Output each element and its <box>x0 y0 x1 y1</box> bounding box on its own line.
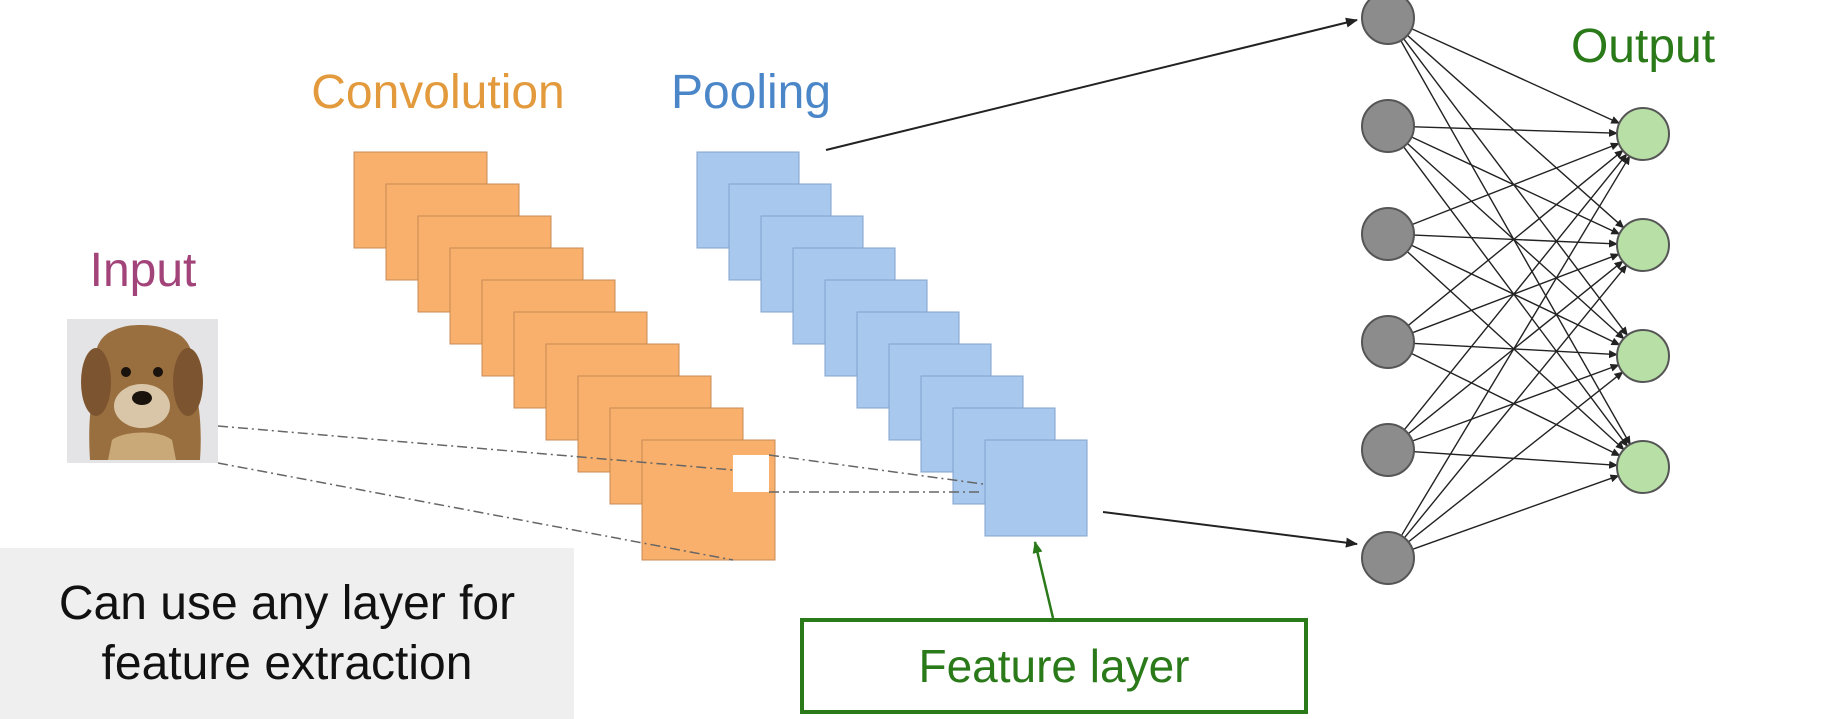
output-node-1 <box>1616 107 1670 161</box>
caption-box: Can use any layer for feature extraction <box>0 548 574 719</box>
connection-h3-o3 <box>1411 244 1621 346</box>
pooling-feature-maps <box>696 151 1088 537</box>
dog-left-eye <box>121 367 131 377</box>
dog-right-eye <box>153 367 163 377</box>
hidden-node-1 <box>1361 0 1415 45</box>
connection-h2-o2 <box>1411 136 1621 235</box>
feature-layer-pointer <box>1032 541 1055 619</box>
projection-line-input-bottom <box>217 462 734 561</box>
connection-h1-o2 <box>1406 34 1625 229</box>
dog-nose <box>132 391 152 405</box>
hidden-node-2 <box>1361 99 1415 153</box>
hidden-node-6 <box>1361 531 1415 585</box>
output-node-2 <box>1616 218 1670 272</box>
convolution-feature-maps <box>353 151 776 561</box>
connection-h6-o2 <box>1403 264 1628 539</box>
projection-line-input-top <box>217 425 734 471</box>
caption-text: Can use any layer for feature extraction <box>58 576 516 690</box>
dog-chest <box>108 432 176 460</box>
convolution-label: Convolution <box>311 66 565 119</box>
connection-h3-o2 <box>1413 234 1618 248</box>
dog-right-ear <box>173 348 203 416</box>
connection-h2-o1 <box>1413 126 1618 137</box>
dog-muzzle <box>114 384 170 428</box>
connection-h2-o3 <box>1406 142 1625 340</box>
output-node-3 <box>1616 329 1670 383</box>
dog-left-ear <box>81 348 111 416</box>
connection-h5-o4 <box>1413 451 1619 469</box>
connection-h1-o4 <box>1400 40 1631 446</box>
arrow-feature-layer-to-bottom-node <box>1102 511 1358 548</box>
connection-h5-o3 <box>1412 364 1620 442</box>
output-label: Output <box>1571 20 1715 73</box>
arrow-pooling-to-top-node <box>825 17 1358 151</box>
pooling-map-10 <box>984 439 1088 537</box>
connection-h4-o4 <box>1410 352 1621 457</box>
output-node-4 <box>1616 440 1670 494</box>
output-layer-nodes <box>1616 107 1670 494</box>
connection-h1-o1 <box>1411 28 1621 124</box>
hidden-node-3 <box>1361 207 1415 261</box>
hidden-node-4 <box>1361 315 1415 369</box>
pooling-label: Pooling <box>671 66 831 119</box>
connection-h5-o1 <box>1403 153 1628 431</box>
input-image <box>67 319 218 463</box>
projection-lines <box>217 425 984 561</box>
connection-h4-o1 <box>1407 149 1624 327</box>
connection-h2-o4 <box>1403 146 1628 448</box>
connection-h6-o3 <box>1407 371 1624 543</box>
connection-h4-o3 <box>1413 342 1618 359</box>
connection-h1-o3 <box>1403 38 1628 336</box>
connection-h4-o2 <box>1412 253 1620 334</box>
connection-h3-o1 <box>1411 142 1620 226</box>
connection-h6-o4 <box>1412 474 1620 550</box>
conv-receptive-patch <box>733 455 769 492</box>
feature-layer-box: Feature layer <box>800 618 1308 714</box>
hidden-layer-nodes <box>1361 0 1415 585</box>
projection-line-patch-top <box>768 454 984 485</box>
input-label: Input <box>90 244 197 297</box>
connection-h3-o4 <box>1406 250 1625 451</box>
network-connections <box>1400 28 1631 550</box>
feature-layer-label: Feature layer <box>918 640 1190 692</box>
connection-h6-o1 <box>1400 155 1631 537</box>
hidden-node-5 <box>1361 423 1415 477</box>
connection-h5-o2 <box>1407 260 1624 435</box>
